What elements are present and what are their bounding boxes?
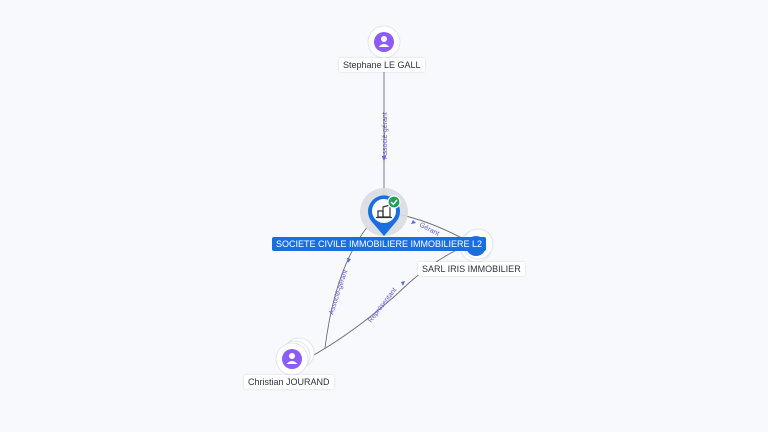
arrow-icon (401, 281, 405, 286)
edge-label: Associé-gérant (382, 112, 389, 159)
edge-stephane-to-sci[interactable]: Associé-gérant (382, 51, 389, 203)
arrow-icon (411, 220, 416, 224)
arrow-icon (347, 258, 351, 263)
building-icon (376, 204, 392, 219)
check-icon (387, 195, 401, 209)
edge-label: Représentant (367, 287, 398, 324)
node-label-stephane[interactable]: Stephane LE GALL (339, 58, 425, 72)
arrow-icon (382, 156, 386, 162)
edge-label: Gérant (418, 222, 440, 238)
edge-label: Associé-gérant (328, 269, 349, 316)
node-christian-jourand[interactable] (275, 337, 315, 376)
node-stephane-le-gall[interactable] (367, 25, 401, 59)
node-label-sci[interactable]: SOCIETE CIVILE IMMOBILIERE IMMOBILIERE L… (272, 237, 487, 251)
node-label-sarl[interactable]: SARL IRIS IMMOBILIER (418, 262, 525, 276)
node-label-christian[interactable]: Christian JOURAND (244, 375, 334, 389)
node-sci-immobiliere-l2[interactable] (360, 188, 408, 236)
person-icon (282, 349, 302, 369)
person-icon (374, 32, 394, 52)
